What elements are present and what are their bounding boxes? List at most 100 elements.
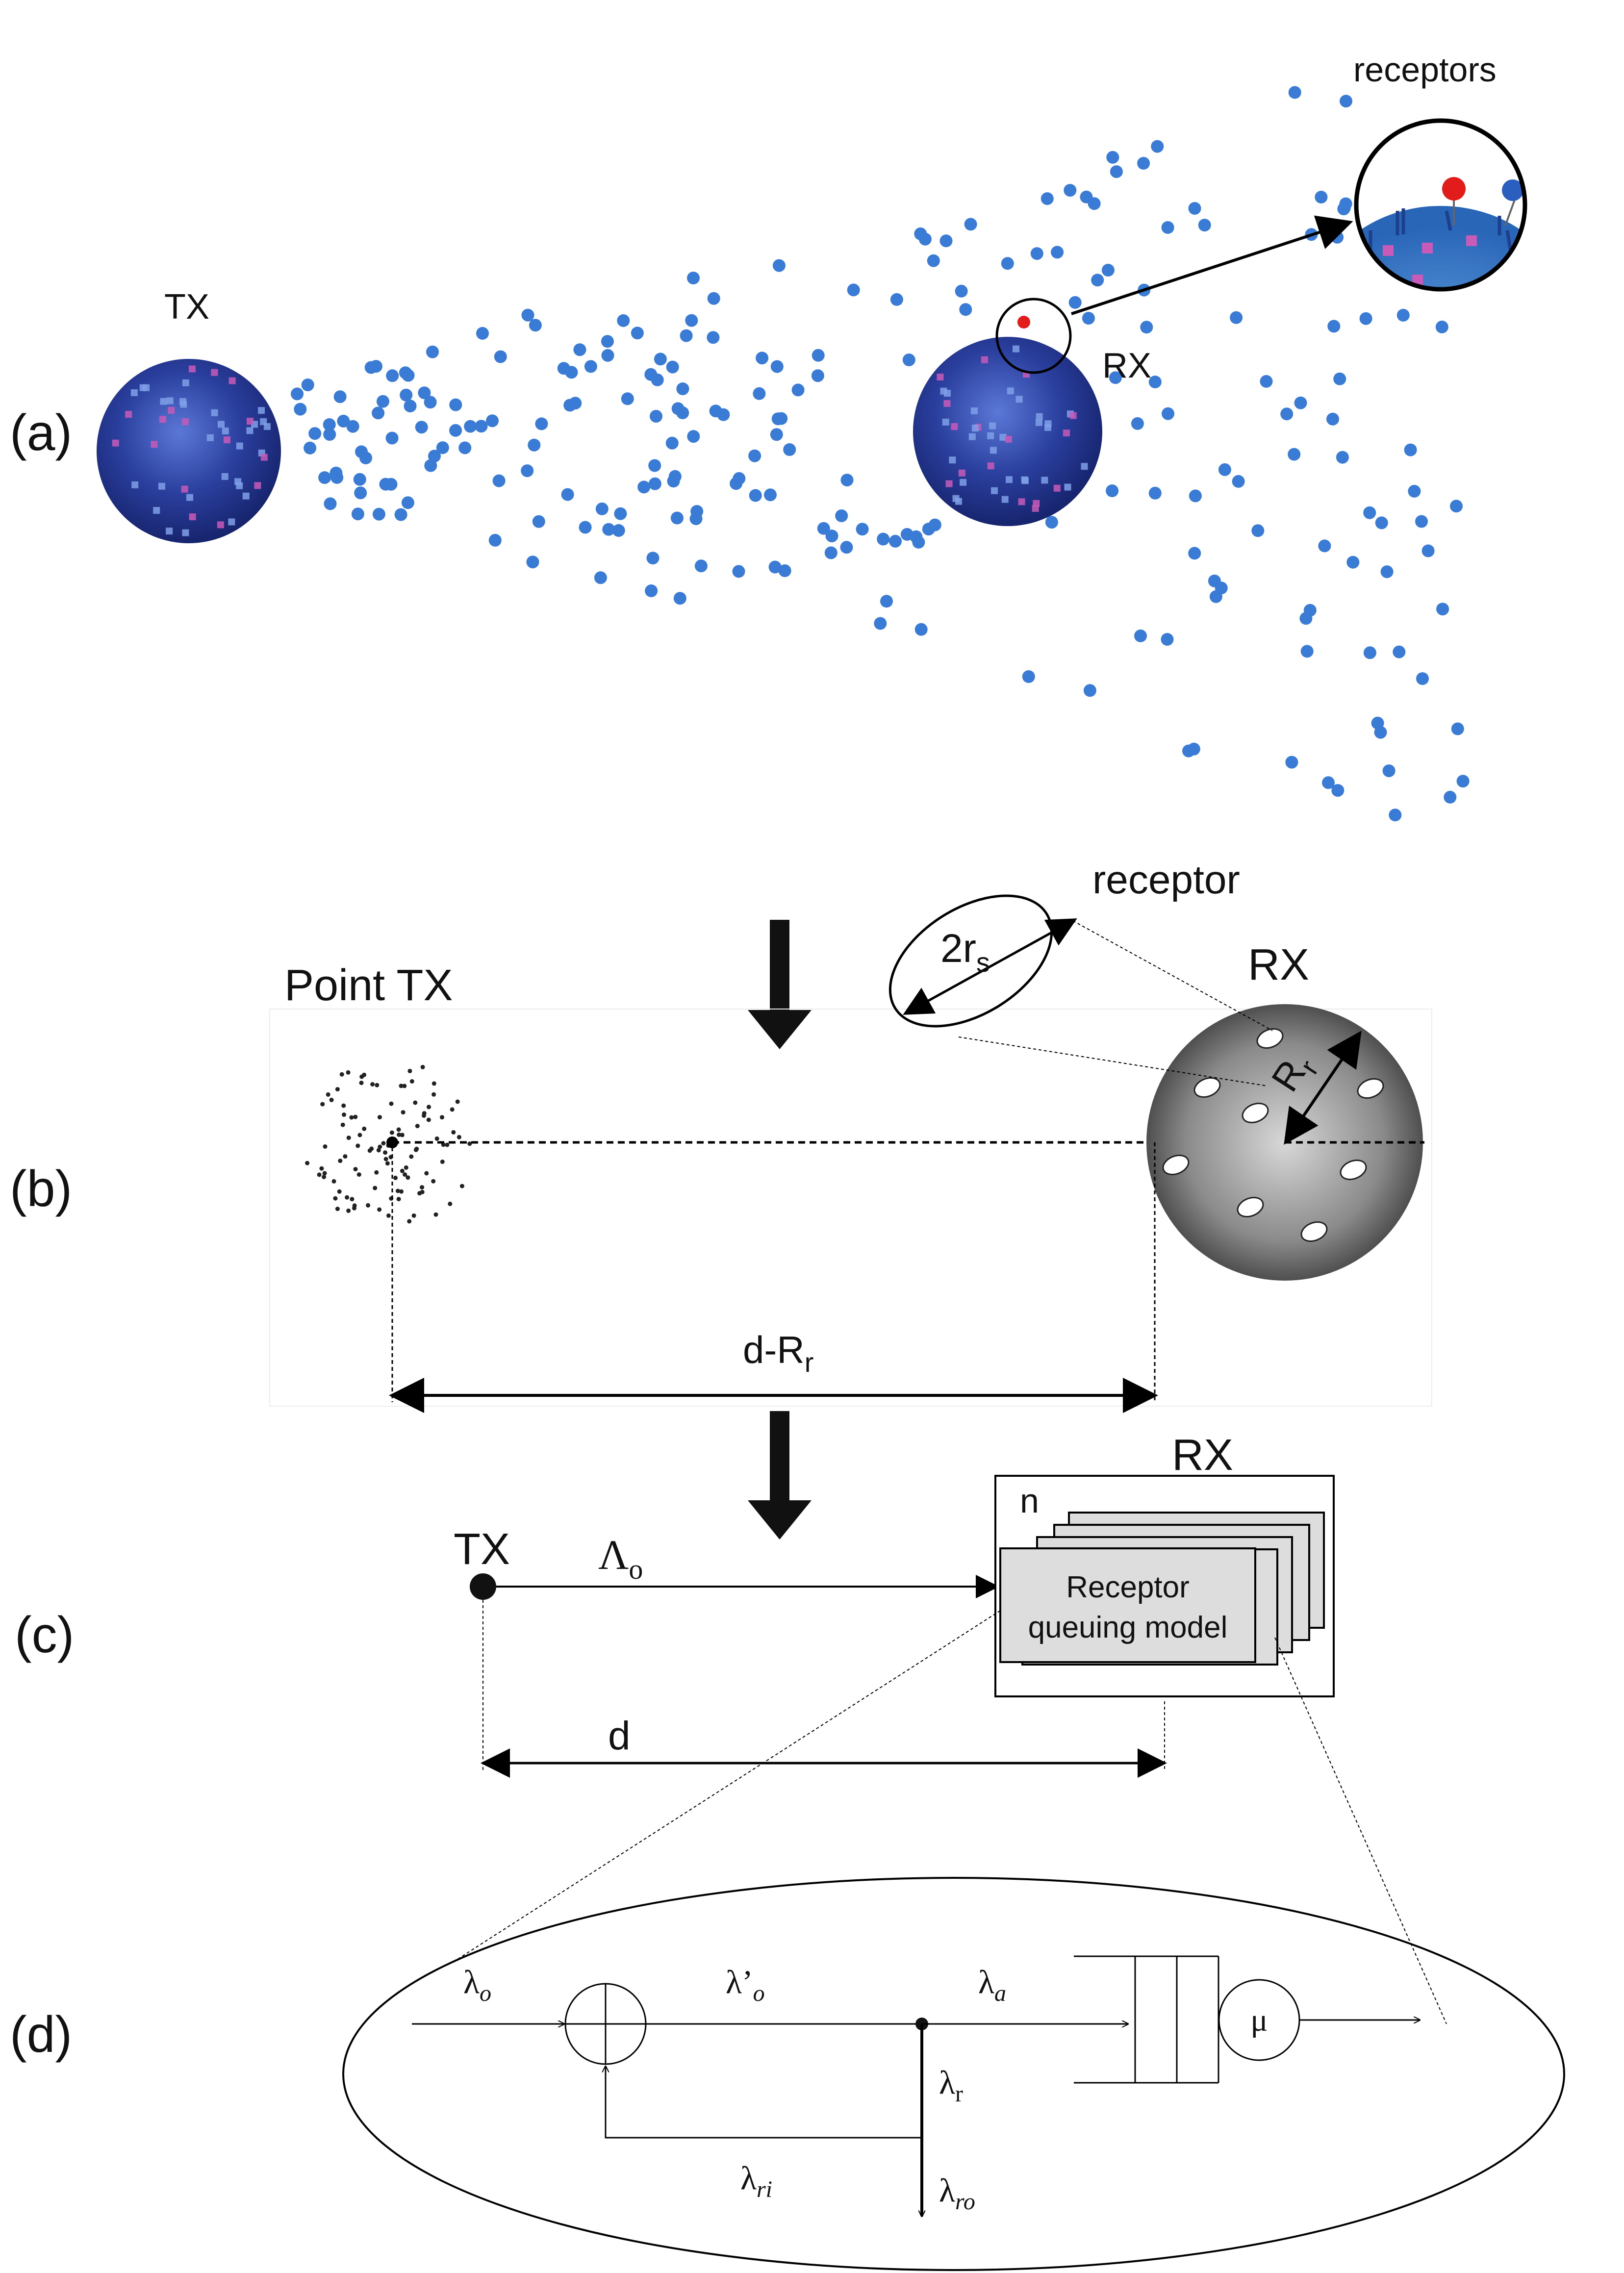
molecule-dot (1359, 312, 1372, 325)
molecule-dot (601, 349, 614, 362)
lambda-o-label: λo (463, 1963, 491, 2006)
molecule-dot (1456, 775, 1470, 788)
molecule-dot (817, 522, 830, 535)
molecule-dot (301, 379, 314, 391)
point-tx-particle (346, 1136, 351, 1140)
feedback-path (606, 2067, 922, 2139)
molecule-dot (1001, 257, 1014, 270)
point-tx-particle (339, 1072, 344, 1077)
molecule-dot (1327, 320, 1341, 333)
molecule-dot (424, 396, 437, 409)
cell-receptor-spot (943, 390, 951, 397)
molecule-dot (584, 360, 597, 373)
point-tx-particle (335, 1087, 340, 1092)
molecule-dot (1030, 247, 1043, 260)
point-tx-particle (420, 1185, 425, 1190)
molecule-dot (856, 523, 869, 536)
molecule-dot (602, 523, 615, 536)
molecule-dot (449, 424, 462, 437)
rate-label: Λo (598, 1531, 643, 1585)
point-tx-particle (319, 1166, 324, 1171)
molecule-dot (621, 392, 634, 405)
molecule-dot (372, 406, 385, 420)
receptor-site (1340, 1159, 1367, 1181)
point-tx-particle (440, 1115, 444, 1120)
molecule-dot (1188, 547, 1201, 560)
molecule-dot (1148, 376, 1162, 388)
molecule-dot (404, 400, 417, 413)
molecule-dot (415, 421, 428, 434)
molecule-dot (770, 360, 784, 373)
molecule-dot (1251, 524, 1265, 537)
receptor-queue-box (999, 1547, 1256, 1663)
receptor-label: receptor (1092, 858, 1240, 902)
receptor-site (1256, 1028, 1284, 1049)
molecule-dot (1416, 672, 1429, 685)
molecule-dot (529, 319, 542, 332)
molecule-dot (594, 571, 607, 584)
molecule-dot (1288, 86, 1301, 99)
distance-label-b: d-Rr (743, 1328, 813, 1378)
cell-receptor-spot (186, 494, 193, 501)
molecule-dot (928, 518, 941, 531)
molecule-dot (351, 507, 364, 521)
molecule-dot (877, 532, 890, 546)
point-tx-particle (335, 1207, 340, 1212)
cell-receptor-spot (188, 365, 196, 373)
molecule-dot (1396, 308, 1410, 322)
point-tx-particle (393, 1175, 398, 1180)
molecule-dot (333, 390, 347, 404)
cell-receptor-spot (189, 513, 196, 521)
molecule-dot (1380, 565, 1394, 579)
cell-receptor-spot (1036, 413, 1043, 420)
molecule-dot (1294, 396, 1307, 409)
cell-receptor-spot (968, 433, 976, 440)
molecule-dot (1435, 320, 1448, 333)
molecule-dot (1161, 221, 1174, 234)
molecule-dot (1300, 645, 1314, 658)
molecule-dot (812, 349, 825, 362)
molecule-dot (910, 530, 923, 543)
point-tx-particle (356, 1172, 361, 1177)
molecule-dot (791, 383, 805, 397)
point-tx-particle (389, 1130, 394, 1135)
molecule-dot (775, 412, 788, 425)
queue-model-ellipse (342, 1877, 1565, 2271)
point-tx-particle (396, 1197, 401, 1202)
molecule-dot (825, 530, 838, 543)
cell-receptor-spot (949, 456, 956, 464)
molecule-dot (1415, 515, 1428, 528)
cell-receptor-spot (1005, 435, 1012, 443)
molecule-dot (1444, 790, 1457, 804)
cell-receptor-spot (254, 482, 261, 489)
point-tx-particle (385, 1161, 390, 1166)
point-tx-particle (434, 1136, 439, 1141)
queue-box-line1: Receptor (1066, 1570, 1190, 1604)
cell-receptor-spot (1006, 476, 1013, 483)
point-tx-particle (367, 1148, 372, 1153)
cell-receptor-spot (1044, 420, 1052, 428)
down-arrow-1 (748, 920, 812, 1049)
point-tx-particle (395, 1188, 400, 1193)
molecule-dot (418, 386, 431, 400)
cell-receptor-spot (942, 418, 949, 426)
point-tx-particle (375, 1083, 380, 1087)
point-tx-particle (346, 1208, 351, 1213)
cell-receptor-spot (182, 418, 189, 426)
molecule-dot (1140, 321, 1153, 334)
point-tx-particle (406, 1175, 410, 1180)
cell-receptor-spot (218, 421, 225, 428)
molecule-dot (1451, 722, 1464, 735)
molecule-dot (369, 360, 382, 373)
molecule-dot (1110, 165, 1123, 178)
molecule-dot (650, 410, 662, 423)
tx-node (470, 1573, 496, 1600)
cell-receptor-spot (246, 418, 254, 425)
molecule-dot (1151, 140, 1164, 153)
point-tx-particle (426, 1117, 431, 1122)
molecule-dot (964, 218, 977, 231)
molecule-dot (768, 560, 782, 574)
receptor-site (1242, 1102, 1269, 1124)
molecule-dot (494, 350, 507, 363)
point-tx-particle (377, 1115, 382, 1120)
